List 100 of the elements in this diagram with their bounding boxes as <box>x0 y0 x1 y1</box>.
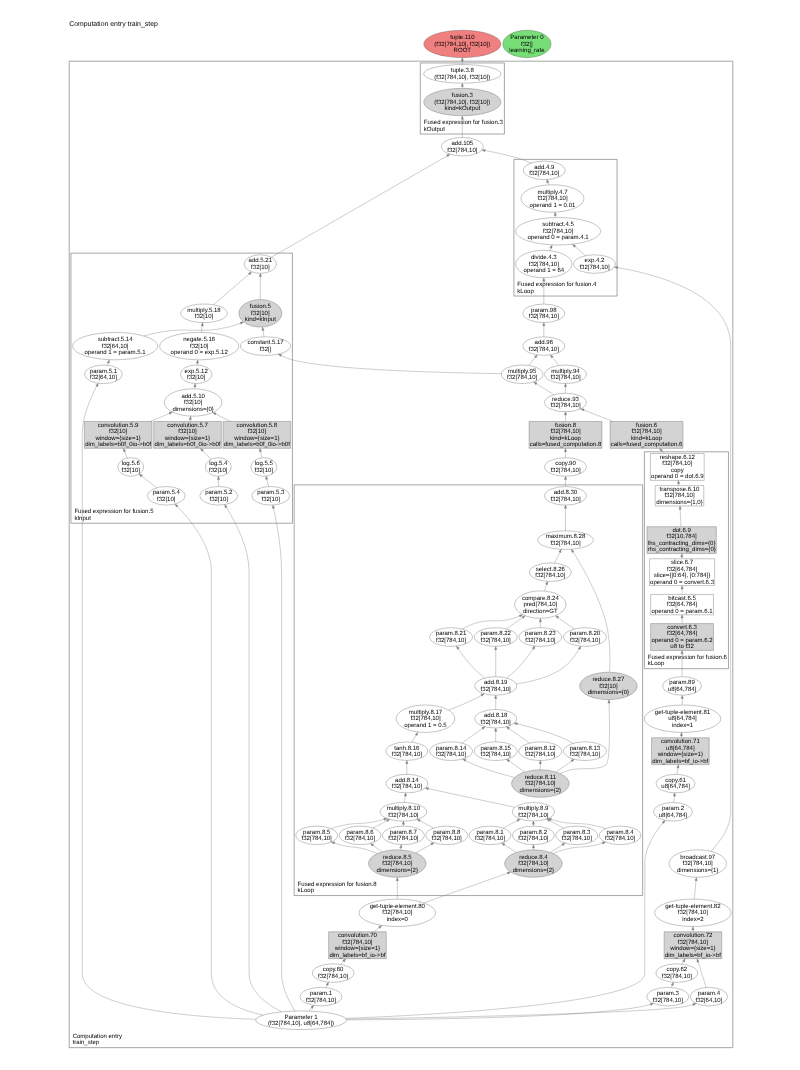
arrow <box>549 354 559 366</box>
arrow <box>195 359 198 366</box>
arrow <box>543 581 547 592</box>
arrow <box>570 548 610 673</box>
arrow <box>271 504 295 1012</box>
arrow <box>212 271 251 305</box>
arrow <box>672 792 675 803</box>
arrow <box>549 842 565 853</box>
arrow <box>679 732 682 738</box>
arrow <box>527 354 537 366</box>
arrow <box>532 381 554 395</box>
arrow <box>371 819 389 829</box>
arrow <box>547 818 605 829</box>
arrow <box>455 645 485 679</box>
arrow <box>122 448 127 459</box>
arrow <box>501 818 520 829</box>
arrow <box>307 1005 314 1012</box>
arrow <box>545 818 563 829</box>
arrow <box>404 760 408 775</box>
arrow <box>216 476 219 487</box>
arrow <box>339 958 345 965</box>
arrow <box>149 411 172 422</box>
arrow <box>538 760 541 770</box>
arrow <box>422 871 510 904</box>
arrow <box>460 726 485 744</box>
arrow <box>192 383 196 389</box>
arrow <box>199 322 203 333</box>
arrow <box>330 818 387 829</box>
arrow <box>563 504 566 532</box>
arrow <box>679 695 683 705</box>
arrow <box>548 244 552 251</box>
arrow <box>461 614 522 630</box>
arrow <box>571 244 585 256</box>
arrow <box>531 820 534 827</box>
arrow <box>512 722 573 744</box>
arrow <box>461 758 514 778</box>
arrow <box>105 359 109 366</box>
arrow <box>538 618 541 628</box>
arrow <box>695 958 706 988</box>
arrow <box>554 758 574 773</box>
arrow <box>669 981 673 988</box>
arrow <box>324 981 328 988</box>
arrow <box>545 179 549 185</box>
arrow <box>330 841 377 854</box>
arrow <box>493 727 497 743</box>
arrow <box>553 212 556 218</box>
arrow <box>480 149 531 164</box>
arrow <box>258 448 262 459</box>
arrow <box>693 877 697 900</box>
arrow <box>260 326 264 337</box>
arrow <box>505 726 529 744</box>
arrow <box>563 448 566 458</box>
arrow <box>552 841 605 854</box>
arrow <box>505 615 525 630</box>
arrow <box>414 842 434 854</box>
arrow <box>258 273 261 300</box>
arrow <box>460 115 463 138</box>
arrow <box>677 505 681 527</box>
arrow <box>344 820 665 1019</box>
arrow <box>541 277 545 305</box>
arrow <box>199 448 211 460</box>
arrow <box>505 645 535 679</box>
arrow <box>173 503 263 1016</box>
arrow <box>531 844 534 850</box>
arrow <box>613 266 730 852</box>
arrow <box>276 353 501 374</box>
arrow <box>369 843 382 853</box>
arrow <box>675 764 679 775</box>
arrow <box>211 412 230 422</box>
arrow <box>401 820 404 827</box>
arrow <box>679 553 683 559</box>
arrow <box>142 321 243 337</box>
arrow <box>415 819 433 829</box>
arrow <box>187 416 191 422</box>
arrow <box>676 480 679 486</box>
arrow <box>554 615 574 630</box>
arrow <box>563 411 566 422</box>
arrow <box>460 83 463 89</box>
arrow <box>395 877 398 900</box>
arrow <box>505 758 524 773</box>
arrow <box>270 154 450 258</box>
arrow <box>398 844 401 850</box>
arrow <box>579 408 613 422</box>
arrow <box>447 693 484 711</box>
arrow <box>500 842 516 853</box>
arrow <box>137 473 156 488</box>
arrow <box>680 958 685 965</box>
arrow <box>410 731 417 743</box>
arrow <box>264 475 268 487</box>
arrow <box>541 322 545 337</box>
arrow <box>372 925 381 932</box>
arrow <box>345 1003 696 1020</box>
arrow <box>493 646 497 677</box>
arrow <box>558 699 610 774</box>
arrow <box>493 695 497 710</box>
arrow <box>223 504 281 1013</box>
arrow <box>514 646 580 685</box>
arrow <box>424 787 515 808</box>
arrow <box>690 926 694 932</box>
arrow <box>658 448 664 454</box>
